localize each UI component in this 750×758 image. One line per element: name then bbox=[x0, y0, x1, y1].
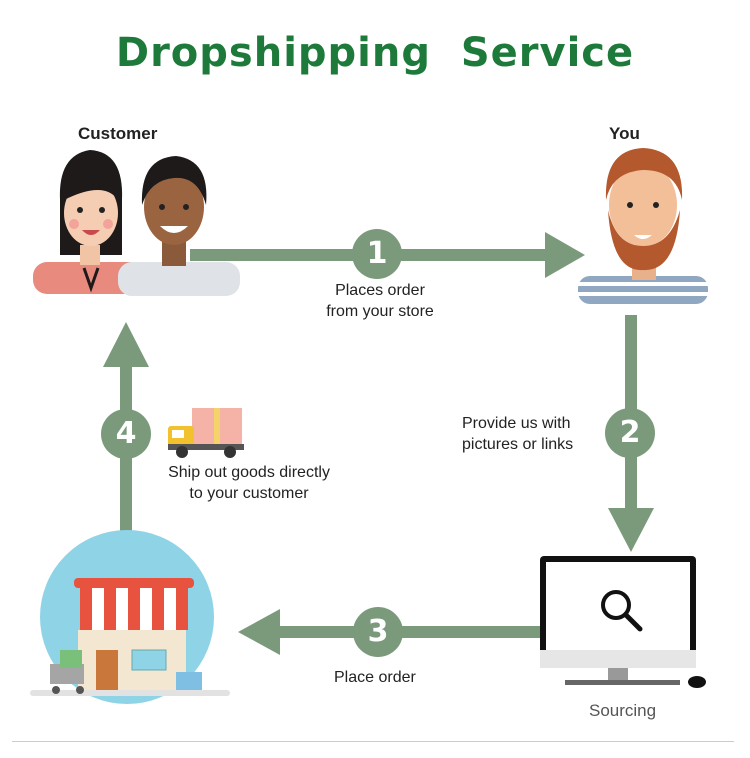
bottom-divider bbox=[12, 741, 734, 742]
man-icon bbox=[118, 156, 240, 296]
step-badge-1: 1 bbox=[352, 229, 402, 279]
step-2-line-1: Provide us with bbox=[462, 413, 612, 434]
step-badge-2: 2 bbox=[605, 408, 655, 458]
step-2-text: Provide us with pictures or links bbox=[462, 413, 612, 455]
computer-search-icon bbox=[540, 556, 706, 688]
delivery-truck-icon bbox=[168, 408, 244, 458]
bearded-man-icon bbox=[578, 148, 708, 304]
step-1-line-1: Places order bbox=[300, 280, 460, 301]
step-1-line-2: from your store bbox=[300, 301, 460, 322]
step-badge-4: 4 bbox=[101, 409, 151, 459]
sourcing-label: Sourcing bbox=[589, 700, 656, 721]
step-badge-3: 3 bbox=[353, 607, 403, 657]
step-2-line-2: pictures or links bbox=[462, 434, 612, 455]
step-4-line-2: to your customer bbox=[146, 483, 352, 504]
you-label: You bbox=[609, 123, 640, 144]
store-icon bbox=[30, 530, 230, 704]
step-3-text: Place order bbox=[334, 667, 416, 688]
step-4-line-1: Ship out goods directly bbox=[146, 462, 352, 483]
step-1-text: Places order from your store bbox=[300, 280, 460, 322]
step-4-text: Ship out goods directly to your customer bbox=[146, 462, 352, 504]
customer-label: Customer bbox=[78, 123, 157, 144]
